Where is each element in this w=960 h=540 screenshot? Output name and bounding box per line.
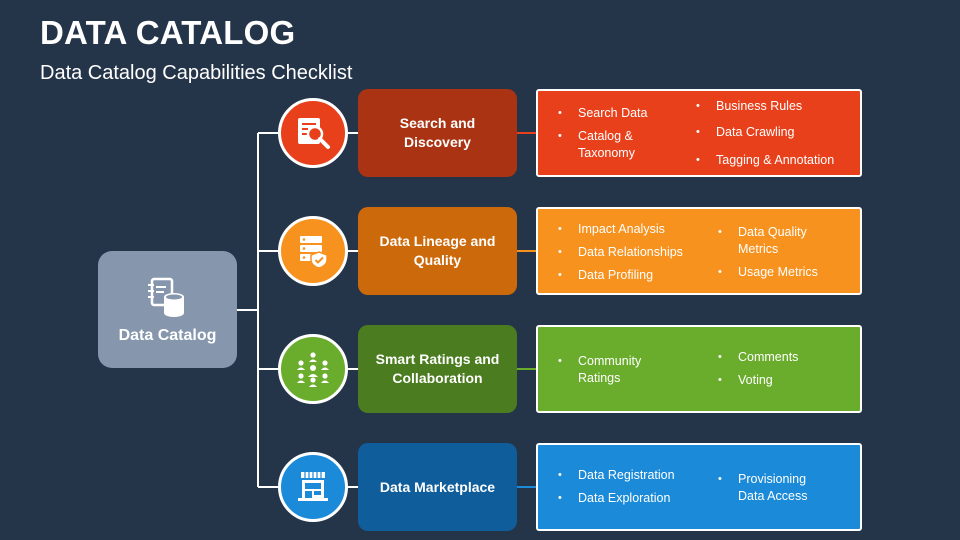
branch-4-icon-circle [278, 452, 348, 522]
branch-4-category: Data Marketplace [358, 443, 517, 531]
list-item: Voting [718, 372, 848, 389]
page-title: DATA CATALOG [40, 14, 296, 51]
list-item: Data Crawling [696, 124, 861, 141]
branch-4-left-list: Data Registration Data Exploration [558, 467, 718, 507]
list-item: Data Quality Metrics [718, 224, 818, 258]
branch-4-details: Data Registration Data Exploration Provi… [536, 443, 862, 531]
branch-1-icon-circle [278, 98, 348, 168]
branch-3-details: Community Ratings Comments Voting [536, 325, 862, 413]
branch-1-details: Search Data Catalog & Taxonomy Business … [536, 89, 862, 177]
page-subtitle: Data Catalog Capabilities Checklist [40, 62, 353, 84]
branch-1-category: Search and Discovery [358, 89, 517, 177]
list-item: Data Relationships [558, 244, 718, 261]
list-item: Catalog & Taxonomy [558, 128, 658, 162]
list-item: Community Ratings [558, 353, 658, 387]
branch-3-category: Smart Ratings and Collaboration [358, 325, 517, 413]
branch-3-right-list: Comments Voting [718, 349, 848, 389]
branch-3-left-list: Community Ratings [558, 353, 658, 387]
list-item: Usage Metrics [718, 264, 848, 281]
list-item: Impact Analysis [558, 221, 718, 238]
list-item: Search Data [558, 105, 698, 122]
search-document-icon [298, 118, 330, 149]
branch-2-left-list: Impact Analysis Data Relationships Data … [558, 221, 718, 284]
community-icon [297, 352, 329, 387]
branch-3-icon-circle [278, 334, 348, 404]
branch-2-details: Impact Analysis Data Relationships Data … [536, 207, 862, 295]
branch-1-left-list: Search Data Catalog & Taxonomy [558, 105, 698, 162]
branch-2-category: Data Lineage and Quality [358, 207, 517, 295]
branch-2-right-list: Data Quality Metrics Usage Metrics [718, 224, 848, 281]
list-item: Data Profiling [558, 267, 718, 284]
storefront-icon [298, 472, 328, 501]
list-item: Data Registration [558, 467, 718, 484]
branch-4-right-list: Provisioning Data Access [718, 471, 828, 505]
list-item: Business Rules [696, 98, 861, 115]
list-item: Comments [718, 349, 848, 366]
branch-2-icon-circle [278, 216, 348, 286]
list-item: Provisioning Data Access [718, 471, 828, 505]
shield-server-icon [300, 236, 328, 269]
root-node: Data Catalog [98, 251, 237, 368]
list-item: Tagging & Annotation [696, 152, 861, 169]
database-icon [147, 277, 184, 317]
root-label: Data Catalog [118, 326, 217, 344]
branch-1-right-list: Business Rules Data Crawling Tagging & A… [696, 98, 861, 169]
list-item: Data Exploration [558, 490, 718, 507]
